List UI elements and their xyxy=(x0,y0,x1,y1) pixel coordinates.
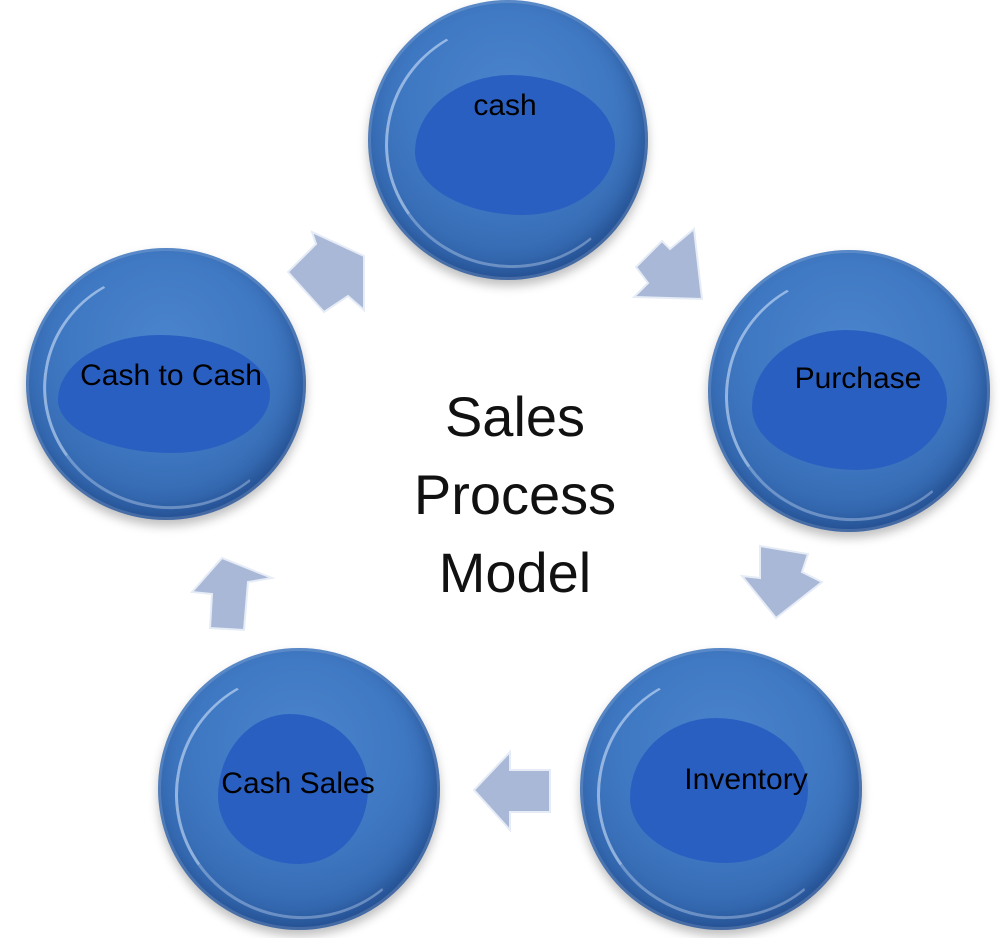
node-cash-sales-label: Cash Sales xyxy=(221,767,375,800)
node-purchase-label-patch xyxy=(752,330,947,470)
node-cash-label-patch xyxy=(415,75,615,215)
title-line-1: Sales xyxy=(444,385,586,448)
arrow-inventory-to-cash-sales-icon xyxy=(472,749,551,833)
node-cash-to-cash-label-patch xyxy=(58,335,270,453)
arrow-cash-to-cash-to-cash-icon xyxy=(286,230,365,314)
node-cash-to-cash-label: Cash to Cash xyxy=(80,359,262,392)
arrow-cash-sales-to-cash-to-cash-icon xyxy=(189,556,276,632)
diagram-title: Sales Process Model xyxy=(414,378,616,612)
arrow-purchase-to-inventory-icon xyxy=(739,544,824,620)
node-inventory-label: Inventory xyxy=(684,763,808,796)
arrow-cash-to-purchase-icon xyxy=(631,227,704,301)
node-cash-sales-label-patch xyxy=(218,714,368,864)
title-line-2: Process xyxy=(413,463,617,526)
node-cash-label: cash xyxy=(473,89,537,122)
node-inventory-label-patch xyxy=(630,718,808,863)
title-line-3: Model xyxy=(438,541,592,604)
node-purchase-label: Purchase xyxy=(794,362,922,395)
